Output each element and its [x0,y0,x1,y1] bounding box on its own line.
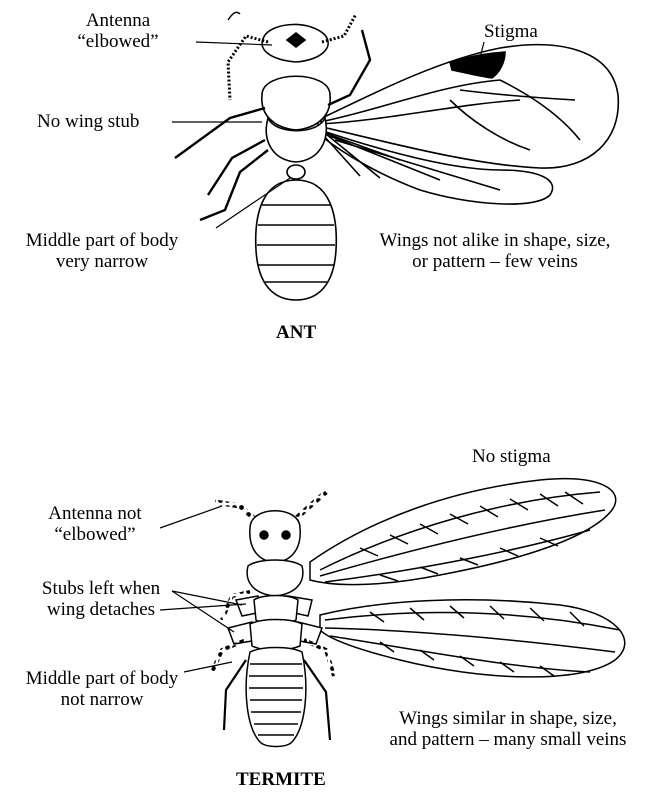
termite-wings-label: Wings similar in shape, size, and patter… [360,708,656,750]
termite-abdomen [246,648,306,747]
termite-illustration [212,479,625,747]
ant-antenna-label: Antenna “elbowed” [58,10,178,52]
termite-wings-label-line2: and pattern – many small veins [360,729,656,750]
termite-wings-label-line1: Wings similar in shape, size, [360,708,656,729]
ant-wings-label-line2: or pattern – few veins [350,251,640,272]
ant-antenna-label-line2: “elbowed” [58,31,178,52]
ant-waist [287,165,305,179]
termite-antenna-label: Antenna not “elbowed” [30,503,160,545]
ant-no-wing-stub-label: No wing stub [37,111,139,132]
ant-stigma-label: Stigma [484,21,538,42]
termite-lower-wing [320,600,625,677]
termite-thorax [247,560,303,596]
termite-middle-body-label-line2: not narrow [2,689,202,710]
ant-middle-body-label-line2: very narrow [2,251,202,272]
termite-head [250,511,300,562]
ant-thorax [262,76,330,130]
ant-wings-label-line1: Wings not alike in shape, size, [350,230,640,251]
termite-antenna-label-line1: Antenna not [30,503,160,524]
termite-middle-body-label: Middle part of body not narrow [2,668,202,710]
termite-upper-wing [310,479,616,585]
ant-antenna-label-line1: Antenna [58,10,178,31]
ant-wings-label: Wings not alike in shape, size, or patte… [350,230,640,272]
termite-no-stigma-label: No stigma [472,446,551,467]
ant-middle-body-label-line1: Middle part of body [2,230,202,251]
termite-stubs-label-line2: wing detaches [30,599,172,620]
ant-title: ANT [276,322,316,343]
termite-antenna-right [292,492,326,522]
termite-stubs-label-line1: Stubs left when [30,578,172,599]
termite-antenna-label-line2: “elbowed” [30,524,160,545]
termite-title: TERMITE [236,769,326,790]
termite-middle-body-label-line1: Middle part of body [2,668,202,689]
termite-antenna-left [215,502,258,522]
ant-middle-body-label: Middle part of body very narrow [2,230,202,272]
termite-stubs-label: Stubs left when wing detaches [30,578,172,620]
